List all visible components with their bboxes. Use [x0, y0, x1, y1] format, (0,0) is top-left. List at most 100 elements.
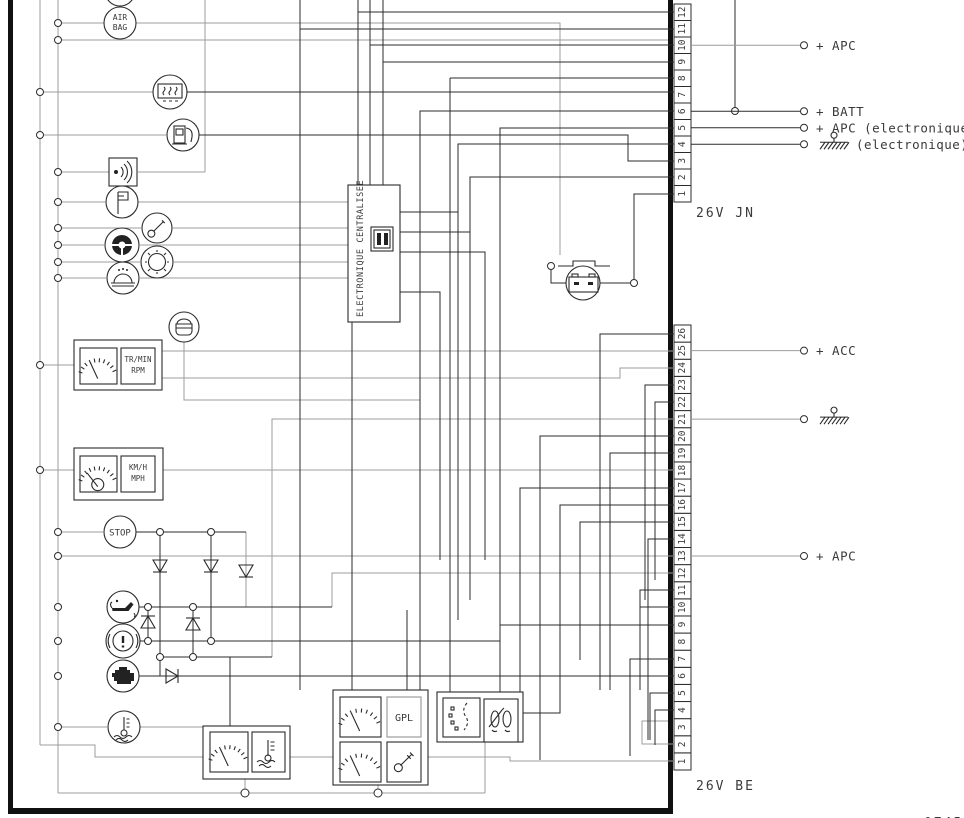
pin-number: 10	[677, 39, 688, 51]
frame-bottom-edge	[8, 808, 673, 814]
gpl-label: GPL	[395, 713, 413, 724]
stop-indicator-icon: STOP	[103, 515, 137, 549]
pin-number: 6	[677, 673, 688, 679]
gauge-needle	[350, 713, 361, 732]
gauge-ticks	[338, 753, 381, 771]
pin-number: 13	[677, 550, 688, 561]
reservoir-indicator-icon	[168, 311, 200, 343]
tachometer-gauge-icon	[79, 347, 118, 385]
gauge-needle	[86, 472, 99, 487]
gauge-needle	[220, 749, 229, 767]
coolant-temp-gauge-icon	[256, 740, 276, 769]
pin-cell-12	[673, 3, 692, 21]
junction-points	[36, 19, 739, 798]
pin-number: 6	[677, 108, 688, 114]
gauge-ticks	[338, 708, 381, 726]
gauge-ticks	[208, 745, 248, 761]
fluid-dome-indicator-icon	[106, 261, 140, 295]
pin-number: 9	[677, 59, 688, 65]
tach-unit-label: TR/MIN	[124, 355, 151, 364]
supply-terminals: + APC + BATT+ APC (electronique) (electron…	[691, 38, 964, 564]
connector-top-label: 26V JN	[696, 206, 755, 221]
pin-number: 15	[677, 516, 688, 527]
wire-harness-black	[136, 0, 736, 760]
oil-pressure-indicator-icon	[106, 590, 140, 624]
temp-sensor-indicator-icon	[141, 212, 173, 244]
coolant-temp-indicator-icon	[107, 710, 141, 744]
ring-indicator-icon	[140, 245, 174, 279]
terminal-label: (electronique)	[856, 137, 964, 152]
terminal--apc-electronique-: + APC (electronique)	[691, 120, 964, 135]
gpl-gauge-bottom-icon	[339, 741, 382, 783]
aux-gauge-pair-module	[202, 725, 291, 780]
rear-defrost-indicator-icon	[152, 74, 188, 110]
central-unit-label: ELECTRONIQUE CENTRALISEE	[356, 180, 366, 317]
pin-number: 7	[677, 92, 688, 98]
pin-number: 9	[677, 621, 688, 627]
pin-number: 5	[677, 690, 688, 696]
pin-number: 12	[677, 7, 688, 18]
flag-indicator-icon	[105, 185, 139, 219]
pin-number: 25	[677, 345, 688, 356]
central-electronics-unit: ELECTRONIQUE CENTRALISEE	[347, 180, 401, 323]
sheet-code-partial: 0745	[924, 816, 963, 818]
terminal-label: + APC (electronique)	[816, 120, 964, 135]
display-module	[436, 691, 524, 743]
pin-number: 11	[677, 23, 688, 35]
pedals-icon	[483, 698, 519, 743]
terminal-label: + APC	[816, 549, 856, 564]
terminal-label: + BATT	[816, 104, 864, 119]
diode-down-1	[152, 559, 168, 574]
gauge-ticks	[78, 358, 117, 374]
steering-indicator-icon	[104, 227, 140, 263]
terminal-label: + ACC	[816, 343, 856, 358]
gpl-gauge-module: GPL	[332, 689, 429, 786]
diode-down-3	[238, 564, 254, 579]
fuel-pump-indicator-icon	[166, 118, 200, 152]
terminal-ring	[800, 140, 808, 149]
pin-number: 16	[677, 499, 688, 511]
terminal-ring	[800, 123, 808, 132]
diode-right	[165, 668, 180, 684]
svg-text:AIR: AIR	[113, 13, 128, 22]
cluster-frame	[8, 0, 673, 814]
frame-right-edge	[668, 0, 673, 812]
diode-down-2	[203, 559, 219, 574]
terminal-ring	[800, 346, 808, 355]
speed-unit-label: KM/H	[129, 463, 148, 472]
indicator-column: AIR BAG	[103, 0, 200, 744]
speedometer-gauge-icon	[79, 455, 118, 493]
wire-harness-gray	[39, 0, 674, 794]
pin-number: 19	[677, 447, 688, 459]
terminal--electronique-: (electronique)	[691, 131, 964, 152]
pin-number: 12	[677, 567, 688, 578]
pin-number: 2	[677, 174, 688, 180]
diode-up-2	[185, 616, 201, 631]
diode-network	[140, 559, 254, 684]
terminal--apc: + APC	[691, 549, 856, 564]
pin-number: 17	[677, 482, 688, 493]
gauge-needle	[89, 362, 99, 379]
pin-number: 7	[677, 656, 688, 662]
partial-icon-top	[107, 0, 133, 7]
gpl-gauge-top-icon	[339, 696, 382, 738]
gauge-needle	[350, 758, 361, 777]
svg-text:STOP: STOP	[109, 529, 131, 539]
diode-up-1	[140, 614, 156, 629]
battery-component	[558, 260, 610, 301]
pin-number: 21	[677, 413, 688, 425]
svg-text:MPH: MPH	[131, 474, 145, 483]
terminal--apc: + APC	[691, 38, 856, 53]
terminal-ground	[691, 406, 850, 425]
terminal-ring	[800, 552, 808, 561]
central-unit-chip-icon	[370, 226, 394, 252]
connector-26v-be: 1234567891011121314151617181920212223242…	[673, 324, 692, 771]
terminal-ring	[800, 415, 808, 424]
brake-warning-indicator-icon	[105, 623, 141, 659]
aux-gauge-icon	[209, 731, 249, 773]
pin-number: 4	[677, 141, 688, 147]
terminal--acc: + ACC	[691, 343, 856, 358]
